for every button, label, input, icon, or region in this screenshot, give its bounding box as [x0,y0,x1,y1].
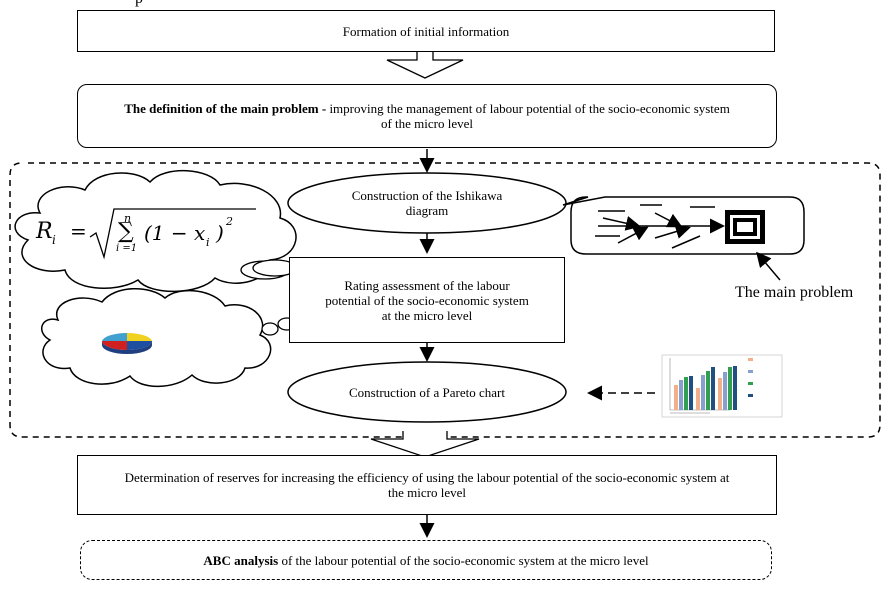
abc-rest: of the labour potential of the socio-eco… [278,552,649,568]
ellipse-ishikawa-text: Construction of the Ishikawa diagram [351,188,503,218]
ellipse-ishikawa [287,172,567,234]
pie-bubble-1 [261,322,279,336]
box-determination-reserves-text: Determination of reserves for increasing… [124,470,730,500]
formula-body: (1 − x [144,221,206,245]
box-main-problem-definition-text: The definition of the main problem - imp… [118,101,736,131]
dashed-region-outline [9,162,881,438]
abc-bold: ABC analysis [203,552,279,568]
box-rating-assessment-text: Rating assessment of the labour potentia… [325,277,529,323]
main-problem-label: The main problem [735,284,854,301]
fishbone-icon [595,204,725,249]
pie-cloud [40,287,272,388]
box-determination-reserves: Determination of reserves for increasing… [77,455,777,515]
formula-sum-bottom: i =1 [116,243,138,254]
formula-lhs-sub: i [52,233,56,247]
formula-sum-symbol: ∑ [118,219,134,244]
main-problem-rest: improving the management of labour poten… [326,101,730,131]
formula-power: 2 [226,215,233,228]
main-problem-bold: The definition of the main problem - [124,101,327,116]
formula-body-end: ) [216,221,224,245]
pie-chart-icon [102,332,152,354]
box-initial-information: Formation of initial information [77,10,775,52]
ellipse-pareto [287,361,567,423]
formula-radical [89,208,256,260]
box-initial-information-text: Formation of initial information [342,23,510,39]
formula-equals: = [70,219,87,243]
formula-body-sub: i [206,236,210,249]
box-rating-assessment: Rating assessment of the labour potentia… [289,257,565,343]
hollow-arrow-1 [386,51,464,79]
box-main-problem-definition: The definition of the main problem - imp… [77,84,777,148]
top-partial-text: p [135,0,143,8]
arrow-to-main-problem [756,251,781,281]
ellipse-pareto-text: Construction of a Pareto chart [349,384,505,400]
formula-lhs: R [36,219,53,244]
formula: R i = n ∑ i =1 (1 − x i ) 2 [26,205,256,265]
box-abc-analysis: ABC analysis of the labour potential of … [80,540,772,580]
hollow-arrow-2 [370,431,480,458]
formula-sum-top: n [124,212,132,225]
main-problem-square-icon [725,210,765,244]
pareto-chart-thumbnail [661,354,783,418]
box-abc-analysis-text: ABC analysis of the labour potential of … [203,553,648,568]
